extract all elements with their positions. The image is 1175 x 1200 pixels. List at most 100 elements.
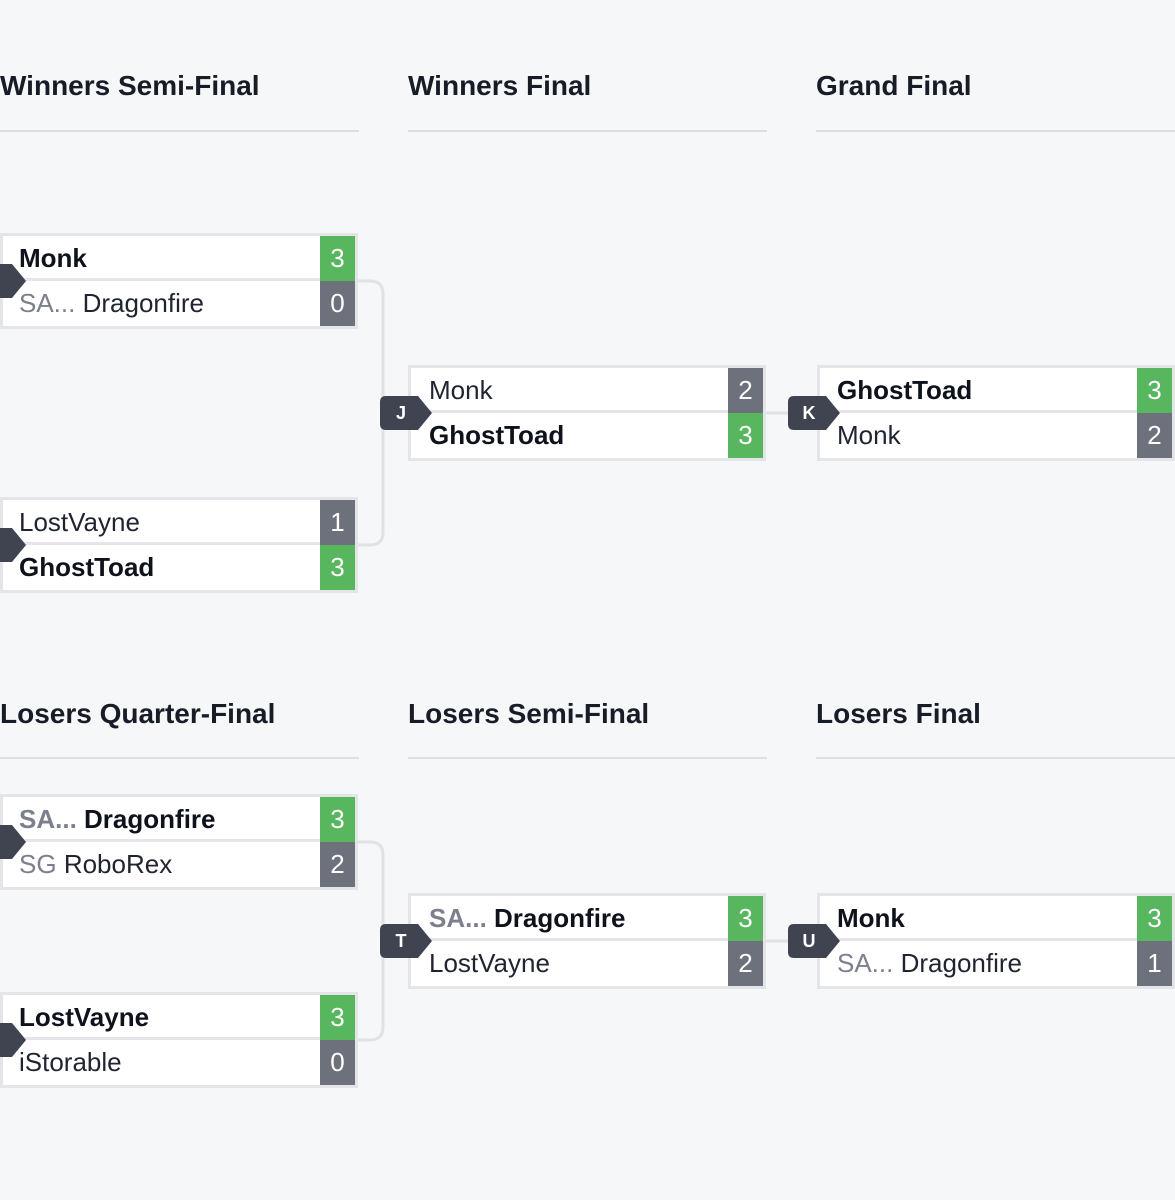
round-title-losers-final: Losers Final [816,698,981,729]
player-label: Monk [837,903,905,933]
match-chevron-icon [0,825,26,859]
match-id-label: K [802,403,816,423]
player-label: LostVayne [19,1002,150,1032]
match-chevron-icon [0,264,26,298]
player-name: GhostToad [837,368,972,412]
match-winners-final[interactable]: Monk 2 GhostToad 3 [408,365,766,461]
match-id-label: U [802,931,816,951]
player-tag: SA... [19,804,77,834]
match-slot-ghosttoad[interactable]: GhostToad 3 [817,365,1175,413]
match-slot-ghosttoad[interactable]: GhostToad 3 [408,413,766,461]
player-label: GhostToad [429,420,565,450]
player-name: iStorable [19,1040,122,1084]
round-divider [816,757,1175,759]
player-name: LostVayne [19,500,140,544]
round-title-winners-final: Winners Final [408,70,592,101]
player-name: LostVayne [19,995,149,1039]
score-badge: 1 [320,500,355,545]
round-title-winners-semi: Winners Semi-Final [0,70,260,101]
player-name: Monk [19,236,87,280]
score-badge: 3 [728,413,763,458]
player-tag: SA... [837,948,894,978]
score-badge: 3 [1137,368,1172,413]
player-name: Monk [429,368,493,412]
player-name: SA... Dragonfire [837,941,1022,985]
score-badge: 2 [320,842,355,887]
player-label: Dragonfire [84,804,216,834]
player-name: SA... Dragonfire [429,896,626,940]
player-name: Monk [837,413,901,457]
player-tag: SA... [19,288,76,318]
match-losers-final[interactable]: Monk 3 SA... Dragonfire 1 [817,893,1175,989]
player-name: GhostToad [19,545,154,589]
player-name: GhostToad [429,413,564,457]
score-badge: 3 [728,896,763,941]
match-id-label: J [395,403,406,423]
player-label: Dragonfire [82,288,204,318]
player-label: Dragonfire [494,903,626,933]
round-divider [816,130,1175,132]
player-name: SG RoboRex [19,842,172,886]
player-name: SA... Dragonfire [19,797,216,841]
score-badge: 3 [320,236,355,281]
player-tag: SG [19,849,57,879]
match-slot-roborex[interactable]: SG RoboRex 2 [0,842,358,890]
player-name: LostVayne [429,941,550,985]
round-divider [0,130,359,132]
player-label: RoboRex [63,849,173,879]
player-label: Dragonfire [900,948,1022,978]
match-slot-istorable[interactable]: iStorable 0 [0,1040,358,1088]
score-badge: 2 [728,941,763,986]
round-divider [408,130,767,132]
match-grand-final[interactable]: GhostToad 3 Monk 2 [817,365,1175,461]
match-slot-ghosttoad[interactable]: GhostToad 3 [0,545,358,593]
match-id-label: T [395,931,407,951]
match-winners-semi-1[interactable]: Monk 3 SA... Dragonfire 0 [0,233,358,329]
score-badge: 2 [1137,413,1172,458]
player-name: SA... Dragonfire [19,281,204,325]
score-badge: 1 [1137,941,1172,986]
player-label: GhostToad [837,375,973,405]
player-label: Monk [837,420,901,450]
score-badge: 2 [728,368,763,413]
match-slot-lostvayne[interactable]: LostVayne 3 [0,992,358,1040]
player-label: GhostToad [19,552,155,582]
match-losers-semi[interactable]: SA... Dragonfire 3 LostVayne 2 [408,893,766,989]
match-slot-monk[interactable]: Monk 3 [0,233,358,281]
match-id-badge: J [380,396,434,430]
round-divider [0,757,359,759]
match-winners-semi-2[interactable]: LostVayne 1 GhostToad 3 [0,497,358,593]
player-name: Monk [837,896,905,940]
match-id-badge: T [380,924,434,958]
match-chevron-icon [0,1023,26,1057]
match-slot-lostvayne[interactable]: LostVayne 1 [0,497,358,545]
player-label: LostVayne [429,948,550,978]
score-badge: 3 [320,995,355,1040]
match-losers-quarter-2[interactable]: LostVayne 3 iStorable 0 [0,992,358,1088]
round-title-losers-quarter: Losers Quarter-Final [0,698,276,729]
score-badge: 3 [1137,896,1172,941]
round-title-grand-final: Grand Final [816,70,972,101]
score-badge: 3 [320,545,355,590]
match-slot-dragonfire[interactable]: SA... Dragonfire 0 [0,281,358,329]
match-losers-quarter-1[interactable]: SA... Dragonfire 3 SG RoboRex 2 [0,794,358,890]
player-tag: SA... [429,903,487,933]
match-id-badge: K [788,396,842,430]
match-slot-dragonfire[interactable]: SA... Dragonfire 3 [408,893,766,941]
match-slot-monk[interactable]: Monk 2 [408,365,766,413]
player-label: Monk [429,375,493,405]
player-label: Monk [19,243,87,273]
score-badge: 0 [320,281,355,326]
match-chevron-icon [0,528,26,562]
round-title-losers-semi: Losers Semi-Final [408,698,650,729]
player-label: iStorable [19,1047,122,1077]
match-slot-monk[interactable]: Monk 2 [817,413,1175,461]
match-slot-dragonfire[interactable]: SA... Dragonfire 1 [817,941,1175,989]
match-id-badge: U [788,924,842,958]
score-badge: 3 [320,797,355,842]
match-slot-monk[interactable]: Monk 3 [817,893,1175,941]
match-slot-dragonfire[interactable]: SA... Dragonfire 3 [0,794,358,842]
match-slot-lostvayne[interactable]: LostVayne 2 [408,941,766,989]
player-label: LostVayne [19,507,140,537]
score-badge: 0 [320,1040,355,1085]
